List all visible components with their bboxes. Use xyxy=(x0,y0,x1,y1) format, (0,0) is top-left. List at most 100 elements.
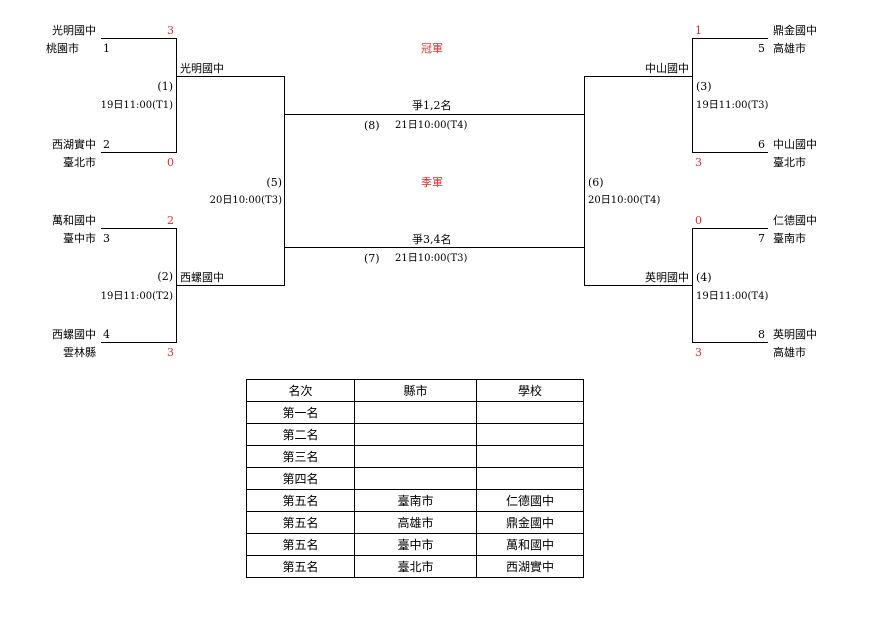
match-8-time: 21日10:00(T4) xyxy=(395,120,468,131)
line-m1-v xyxy=(176,38,177,153)
ranking-table: 名次 縣市 學校 第一名 第二名 第三名 第四名 第五名 臺南市 仁德國中 第五… xyxy=(246,379,584,578)
line-final xyxy=(284,114,584,115)
city-cell xyxy=(354,467,477,490)
team-2-city: 臺北市 xyxy=(63,156,96,169)
table-row: 第五名 高雄市 鼎金國中 xyxy=(246,511,584,534)
rank-cell: 第五名 xyxy=(246,489,355,512)
line-t8 xyxy=(692,342,768,343)
ranking-header-row: 名次 縣市 學校 xyxy=(246,379,584,402)
team-4-city: 雲林縣 xyxy=(63,346,96,359)
line-m6-v xyxy=(584,76,585,286)
team-6-score: 3 xyxy=(695,156,702,169)
school-cell xyxy=(476,423,584,446)
line-m3-out xyxy=(584,76,693,77)
team-6-school: 中山國中 xyxy=(773,138,817,151)
team-6-seed: 6 xyxy=(758,138,765,151)
school-cell: 鼎金國中 xyxy=(476,511,584,534)
match-4-winner: 英明國中 xyxy=(645,271,689,284)
team-1-city: 桃園市 xyxy=(46,42,79,55)
city-cell: 高雄市 xyxy=(354,511,477,534)
team-5-score: 1 xyxy=(695,24,702,37)
table-row: 第二名 xyxy=(246,423,584,446)
match-5-no: (5) xyxy=(266,176,282,189)
team-2-score: 0 xyxy=(167,156,174,169)
school-cell: 仁德國中 xyxy=(476,489,584,512)
school-cell xyxy=(476,467,584,490)
line-t7 xyxy=(692,228,768,229)
rank-cell: 第五名 xyxy=(246,511,355,534)
match-3-time: 19日11:00(T3) xyxy=(696,100,769,111)
table-row: 第五名 臺北市 西湖實中 xyxy=(246,555,584,578)
line-m3-v xyxy=(692,38,693,153)
header-rank: 名次 xyxy=(246,379,355,402)
match-6-no: (6) xyxy=(588,176,604,189)
school-cell: 西湖實中 xyxy=(476,555,584,578)
line-t5 xyxy=(692,38,768,39)
match-2-no: (2) xyxy=(157,270,173,283)
match-4-no: (4) xyxy=(696,271,712,284)
team-7-score: 0 xyxy=(695,214,702,227)
champion-title: 冠軍 xyxy=(421,42,443,55)
match-7-no: (7) xyxy=(364,252,380,265)
match-4-time: 19日11:00(T4) xyxy=(696,291,769,302)
line-m2-out xyxy=(176,285,285,286)
school-cell xyxy=(476,401,584,424)
line-t2 xyxy=(101,152,177,153)
line-m1-out xyxy=(176,76,285,77)
rank-cell: 第三名 xyxy=(246,445,355,468)
team-1-seed: 1 xyxy=(103,42,110,55)
line-t6 xyxy=(692,152,768,153)
rank-cell: 第四名 xyxy=(246,467,355,490)
school-cell xyxy=(476,445,584,468)
line-m5-v xyxy=(284,76,285,286)
city-cell: 臺中市 xyxy=(354,533,477,556)
header-school: 學校 xyxy=(476,379,584,402)
table-row: 第五名 臺中市 萬和國中 xyxy=(246,533,584,556)
team-7-school: 仁德國中 xyxy=(773,214,817,227)
match-8-title: 爭1,2名 xyxy=(412,99,452,112)
rank-cell: 第一名 xyxy=(246,401,355,424)
line-m4-out xyxy=(584,285,693,286)
team-4-score: 3 xyxy=(167,346,174,359)
city-cell xyxy=(354,445,477,468)
match-7-title: 爭3,4名 xyxy=(412,233,452,246)
rank-cell: 第五名 xyxy=(246,555,355,578)
team-3-city: 臺中市 xyxy=(63,232,96,245)
table-row: 第四名 xyxy=(246,467,584,490)
team-1-school: 光明國中 xyxy=(52,24,96,37)
school-cell: 萬和國中 xyxy=(476,533,584,556)
line-t4 xyxy=(101,342,177,343)
match-3-no: (3) xyxy=(696,80,712,93)
score-label: 3 xyxy=(167,24,174,37)
table-row: 第一名 xyxy=(246,401,584,424)
city-cell: 臺北市 xyxy=(354,555,477,578)
match-1-winner: 光明國中 xyxy=(180,62,224,75)
team-8-city: 高雄市 xyxy=(773,346,806,359)
team-6-city: 臺北市 xyxy=(773,156,806,169)
match-8-no: (8) xyxy=(364,119,380,132)
team-5-seed: 5 xyxy=(758,42,765,55)
team-8-school: 英明國中 xyxy=(773,328,817,341)
third-title: 季軍 xyxy=(421,176,443,189)
line-m4-v xyxy=(692,228,693,343)
team-5-school: 鼎金國中 xyxy=(773,24,817,37)
team-7-seed: 7 xyxy=(758,232,765,245)
team-3-school: 萬和國中 xyxy=(52,214,96,227)
team-3-score: 2 xyxy=(167,214,174,227)
match-2-winner: 西螺國中 xyxy=(180,271,224,284)
table-row: 第三名 xyxy=(246,445,584,468)
city-cell xyxy=(354,401,477,424)
match-2-time: 19日11:00(T2) xyxy=(100,291,173,302)
team-8-seed: 8 xyxy=(758,328,765,341)
rank-cell: 第五名 xyxy=(246,533,355,556)
match-3-winner: 中山國中 xyxy=(645,62,689,75)
team-4-school: 西螺國中 xyxy=(52,328,96,341)
city-cell xyxy=(354,423,477,446)
match-5-time: 20日10:00(T3) xyxy=(209,195,282,206)
line-t1 xyxy=(101,38,177,39)
team-2-seed: 2 xyxy=(103,138,110,151)
match-1-no: (1) xyxy=(157,80,173,93)
rank-cell: 第二名 xyxy=(246,423,355,446)
team-7-city: 臺南市 xyxy=(773,232,806,245)
team-2-school: 西湖實中 xyxy=(52,138,96,151)
